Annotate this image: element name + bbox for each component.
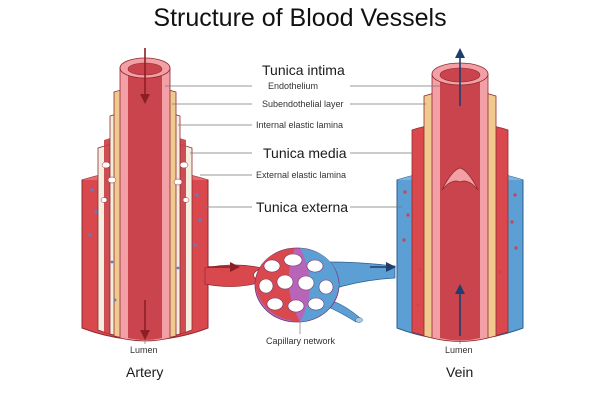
capillary-venule-branch [325,299,361,323]
label-vein: Vein [446,364,474,380]
capillary-venule [329,261,396,291]
capillary-network [204,247,396,334]
vein-cell-dots [402,190,518,307]
artery-flow-arrowhead-bottom [140,330,150,340]
artery-cell-dots [88,188,202,302]
artery-lumen [128,67,162,340]
label-artery: Artery [126,364,164,380]
vein-lumen [440,73,480,341]
label-endothelium: Endothelium [268,81,319,91]
label-capillary-network: Capillary network [266,336,336,346]
label-subendothelial: Subendothelial layer [262,99,344,109]
label-lumen-artery: Lumen [130,345,158,355]
capillary-mesh-holes [258,253,334,313]
label-tunica-intima: Tunica intima [262,62,345,78]
label-external-elastic: External elastic lamina [256,170,347,180]
vein-flow-arrowhead-bottom [455,284,465,294]
artery-illustration [81,48,209,342]
capillary-out-arrowhead [386,262,396,272]
artery-media-cells [100,161,190,203]
capillary-in-arrowhead [230,262,240,272]
artery-flow-arrowhead-top [140,94,150,104]
vein-illustration [396,48,524,342]
label-internal-elastic: Internal elastic lamina [256,120,344,130]
diagram-title: Structure of Blood Vessels [153,4,447,32]
leader-lines [144,85,461,344]
vein-flow-arrowhead-top [455,48,465,58]
label-tunica-media: Tunica media [263,145,347,161]
vein-valve [441,167,479,191]
label-lumen-vein: Lumen [445,345,473,355]
capillary-venule-end [355,317,363,323]
label-tunica-externa: Tunica externa [256,199,349,215]
